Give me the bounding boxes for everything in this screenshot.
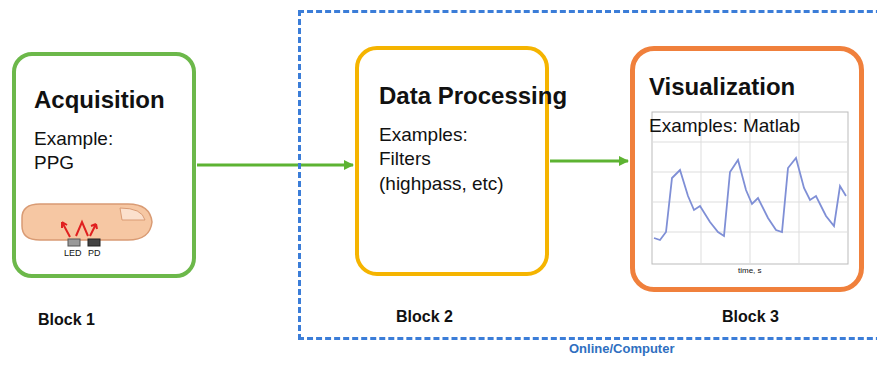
part-label: LED xyxy=(64,248,82,258)
region-caption: Online/Computer xyxy=(569,341,674,356)
finger-illustration xyxy=(22,204,152,246)
block-label: Block 2 xyxy=(396,308,453,326)
box-body: Example: PPG xyxy=(34,127,144,176)
block-label: Block 3 xyxy=(722,308,779,326)
box-heading: Acquisition xyxy=(34,86,174,115)
box-body: Examples: Filters (highpass, etc) xyxy=(379,123,519,197)
box-heading: Visualization xyxy=(649,73,845,102)
process-box: VisualizationExamples: Matlab xyxy=(630,46,864,292)
region-box: Online/ComputerData ProcessingExamples: … xyxy=(298,10,877,340)
flow-arrow xyxy=(550,160,628,163)
block-label: Block 1 xyxy=(38,311,95,329)
part-label: PD xyxy=(88,248,101,258)
flow-arrow xyxy=(197,164,353,167)
box-heading: Data Processing xyxy=(379,82,525,111)
box-body: Examples: Matlab xyxy=(649,114,845,139)
axis-label: time, s xyxy=(738,266,762,275)
process-box: Data ProcessingExamples: Filters (highpa… xyxy=(355,46,549,276)
process-box: AcquisitionExample: PPG xyxy=(12,52,196,278)
